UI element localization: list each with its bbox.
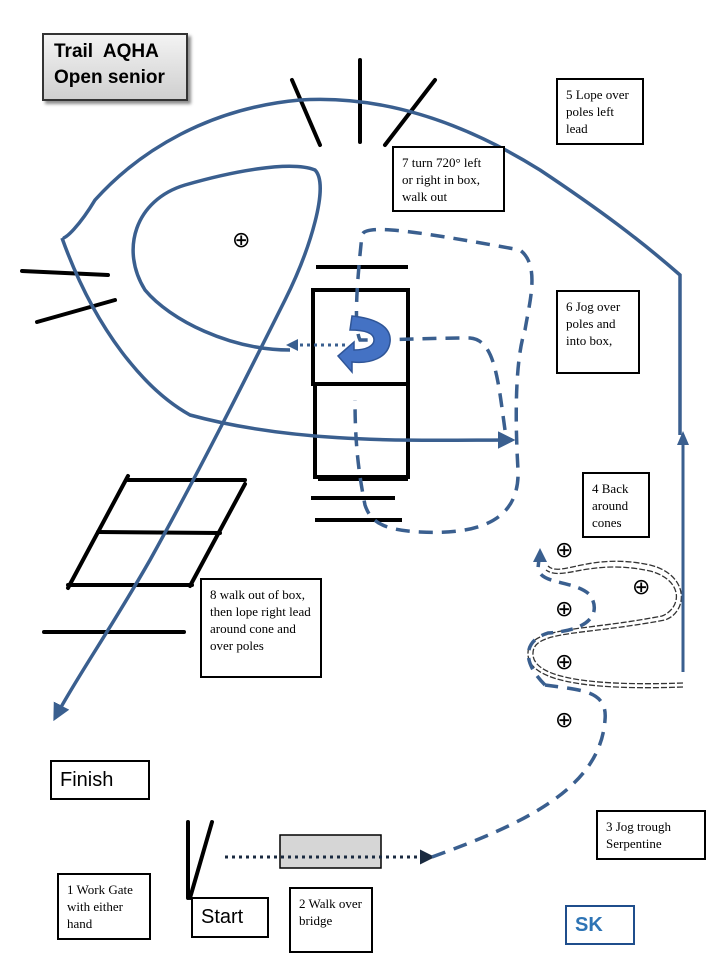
turn-720-arrow [336, 315, 391, 374]
walk-out-arrowhead [286, 339, 298, 351]
serpentine-arrowhead [533, 548, 547, 562]
author-initials: SK [565, 905, 635, 945]
start-label: Start [191, 897, 269, 938]
back-through-path [527, 560, 684, 689]
ladder-poles [42, 474, 247, 634]
title-line-2: Open senior [54, 67, 165, 88]
step-3-note: 3 Jog trough Serpentine [596, 810, 706, 860]
bridge-obstacle [279, 834, 382, 869]
step-8-note: 8 walk out of box, then lope right lead … [200, 578, 322, 678]
step-2-note: 2 Walk over bridge [289, 887, 373, 953]
gate-obstacle [186, 820, 214, 900]
box-obstacle [311, 265, 410, 522]
jog-path-to-serpentine [431, 683, 607, 859]
course-title: Trail AQHA Open senior [42, 33, 188, 101]
jog-path-box-loop [353, 227, 534, 535]
step-5-note: 5 Lope over poles left lead [556, 78, 644, 145]
finish-label: Finish [50, 760, 150, 800]
step-6-note: 6 Jog over poles and into box, [556, 290, 640, 374]
step-1-note: 1 Work Gate with either hand [57, 873, 151, 940]
lope-loop-outer [61, 97, 682, 435]
lope-up-arrowhead [677, 431, 689, 445]
cone-icon: ⊕ [555, 708, 574, 733]
step-7-note: 7 turn 720° left or right in box, walk o… [392, 146, 505, 212]
lope-loop-left [60, 237, 516, 449]
cone-icon: ⊕ [632, 575, 651, 600]
cone-icon: ⊕ [555, 597, 574, 622]
lope-inner-loop [53, 164, 322, 722]
cone-icon: ⊕ [555, 650, 574, 675]
cone-icon: ⊕ [555, 538, 574, 563]
cone-icon: ⊕ [232, 228, 251, 253]
lope-poles-left [20, 269, 117, 324]
title-line-1: Trail AQHA [54, 41, 159, 62]
step-4-note: 4 Back around cones [582, 472, 650, 538]
